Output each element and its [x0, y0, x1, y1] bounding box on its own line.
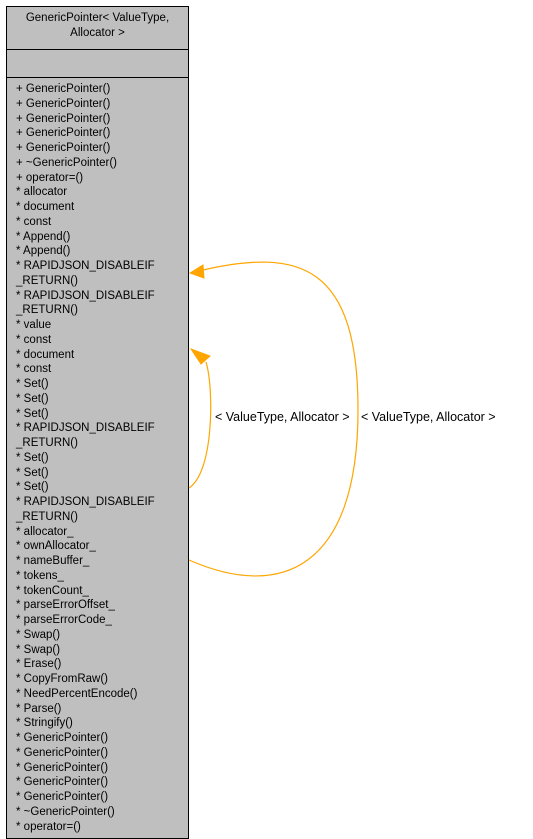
member-item: + GenericPointer()	[16, 142, 111, 154]
class-title-line-2: Allocator >	[70, 27, 125, 39]
member-item: _RETURN()	[16, 304, 78, 317]
member-item: + GenericPointer()	[16, 127, 111, 140]
member-item: + GenericPointer()	[16, 83, 111, 95]
member-item: * GenericPointer()	[16, 746, 109, 759]
member-item: * GenericPointer()	[16, 761, 109, 774]
member-item: * ownAllocator_	[16, 540, 96, 553]
outer-edge-label: < ValueType, Allocator >	[361, 410, 496, 424]
member-item: * document	[16, 201, 75, 213]
member-item: * Parse()	[16, 702, 62, 715]
member-item: * Swap()	[16, 643, 61, 656]
member-item: * RAPIDJSON_DISABLEIF	[16, 260, 155, 272]
member-item: + GenericPointer()	[16, 97, 111, 110]
member-item: * Set()	[16, 392, 49, 405]
class-attributes-section	[7, 50, 188, 78]
member-item: * Append()	[16, 245, 71, 258]
member-item: * nameBuffer_	[16, 555, 90, 567]
member-item: * RAPIDJSON_DISABLEIF	[16, 422, 155, 435]
class-title-line-1: GenericPointer< ValueType,	[25, 12, 170, 24]
member-item: * const	[16, 333, 52, 346]
member-item: * Stringify()	[16, 717, 73, 730]
member-item: + GenericPointer()	[16, 112, 111, 125]
inner-edge-label: < ValueType, Allocator >	[215, 410, 350, 424]
member-item: _RETURN()	[16, 510, 78, 523]
member-item: * GenericPointer()	[16, 791, 109, 803]
member-item: * document	[16, 348, 75, 361]
inner-edge-arrowhead	[189, 348, 211, 365]
member-item: * GenericPointer()	[16, 776, 109, 789]
member-item: * Set()	[16, 466, 49, 479]
class-box-generic-pointer[interactable]: GenericPointer< ValueType, Allocator > +…	[6, 6, 189, 839]
member-item: * parseErrorOffset_	[16, 599, 115, 612]
member-item: * allocator_	[16, 525, 74, 538]
member-item: + ~GenericPointer()	[16, 156, 117, 169]
member-item: * value	[16, 319, 52, 331]
member-item: * Set()	[16, 451, 49, 464]
member-item: * CopyFromRaw()	[16, 673, 109, 685]
inner-self-edge	[188, 361, 212, 489]
member-item: * RAPIDJSON_DISABLEIF	[16, 496, 155, 508]
member-item: * ~GenericPointer()	[16, 805, 115, 818]
member-item: * operator=()	[16, 820, 81, 833]
member-item: + operator=()	[16, 171, 84, 184]
member-item: * const	[16, 215, 52, 228]
member-item: * Append()	[16, 230, 71, 243]
member-item: _RETURN()	[16, 437, 78, 449]
class-operations-section: + GenericPointer() + GenericPointer() + Ge…	[7, 78, 188, 838]
member-item: * Set()	[16, 407, 49, 420]
member-item: * Erase()	[16, 658, 62, 671]
member-item: * Set()	[16, 378, 49, 390]
member-item: * const	[16, 363, 52, 376]
member-item: * tokenCount_	[16, 584, 89, 597]
member-item: * allocator	[16, 186, 68, 199]
member-item: * Set()	[16, 481, 49, 494]
outer-self-edge	[188, 261, 359, 577]
class-title: GenericPointer< ValueType, Allocator >	[7, 7, 188, 50]
member-item: * Swap()	[16, 628, 61, 641]
member-item: _RETURN()	[16, 274, 78, 287]
member-item: * RAPIDJSON_DISABLEIF	[16, 289, 155, 302]
member-item: * NeedPercentEncode()	[16, 687, 138, 700]
member-item: * GenericPointer()	[16, 732, 109, 744]
member-item: * parseErrorCode_	[16, 614, 112, 626]
outer-edge-arrowhead	[188, 264, 205, 279]
member-item: * tokens_	[16, 569, 64, 582]
